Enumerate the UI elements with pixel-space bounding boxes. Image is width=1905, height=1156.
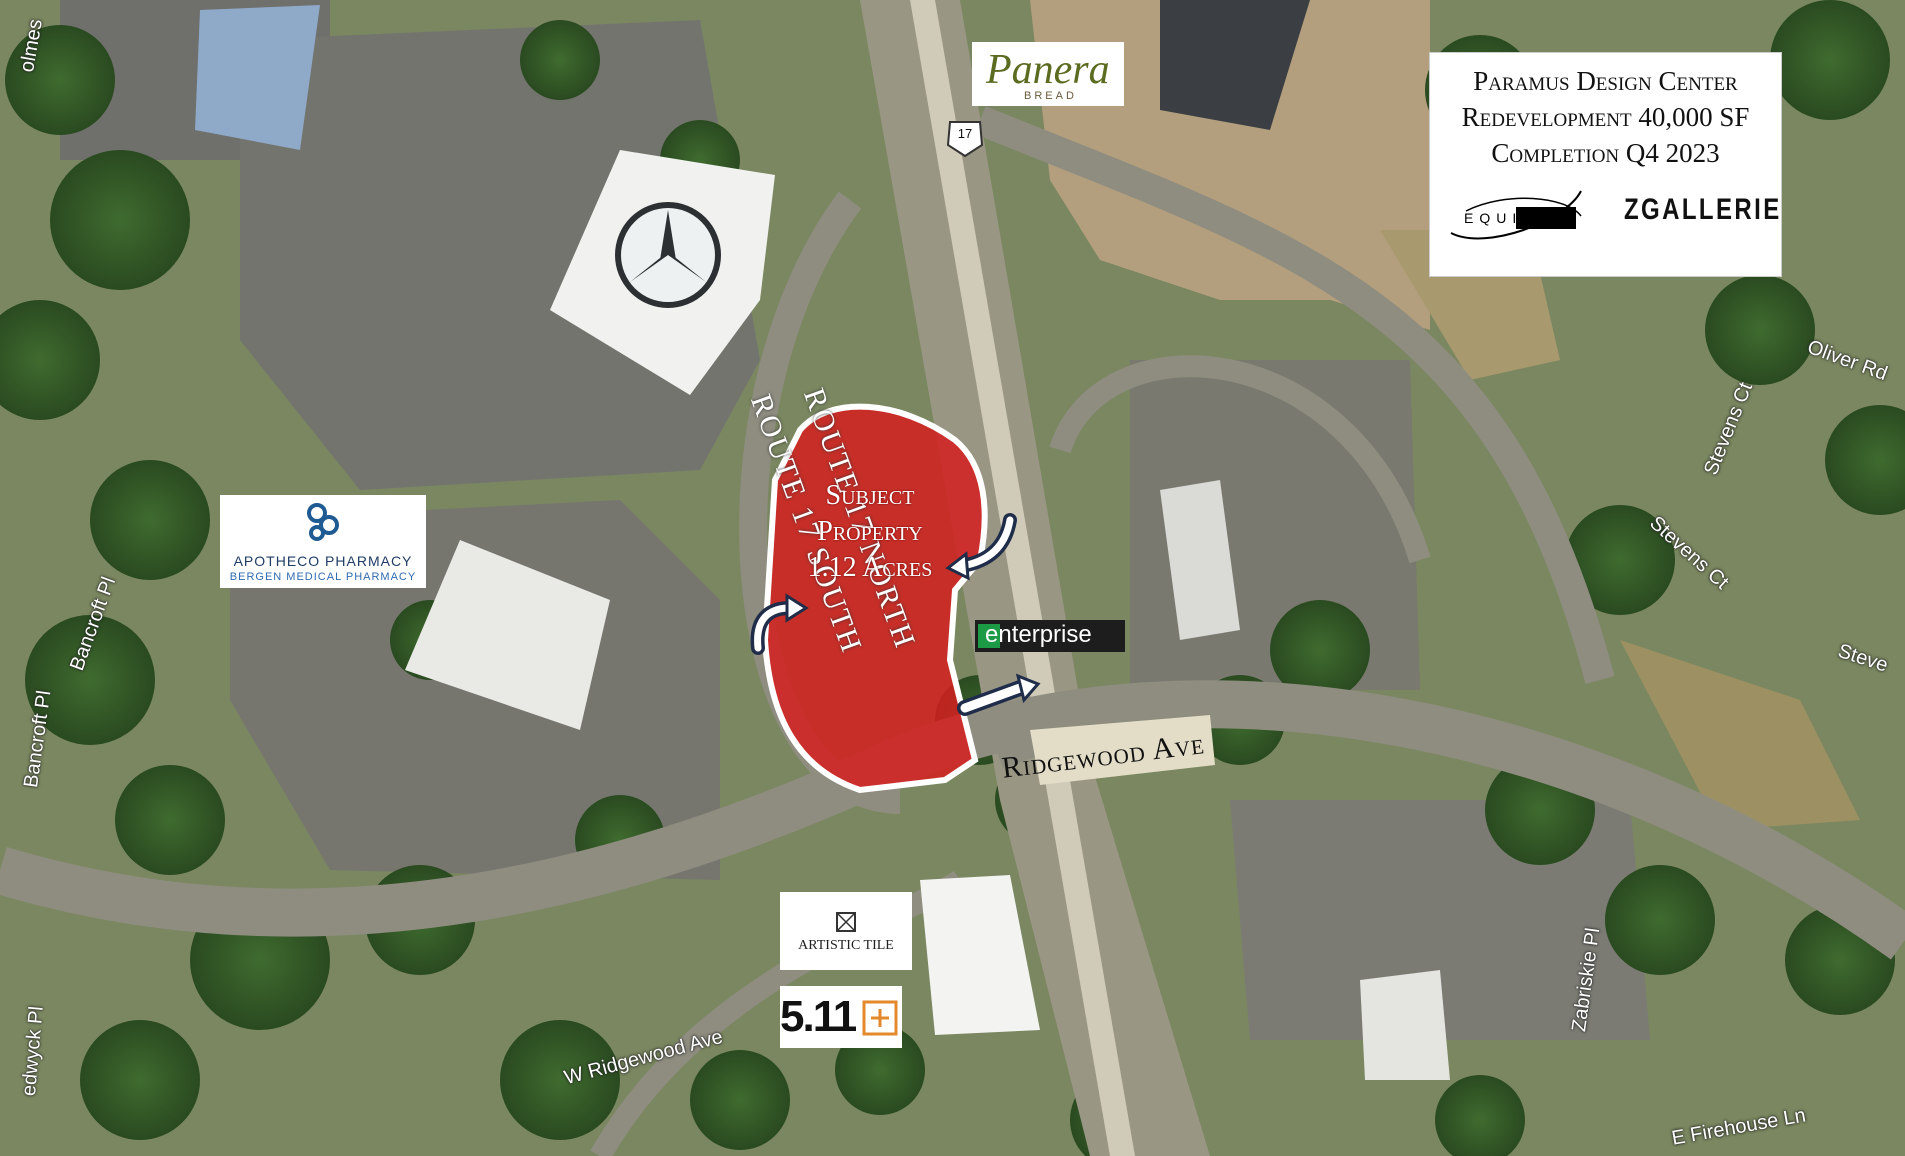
equinox-logo: EQUINOX [1446, 181, 1586, 251]
redevelopment-callout: Paramus Design Center Redevelopment 40,0… [1429, 52, 1782, 277]
callout-line-2: Redevelopment 40,000 SF [1461, 102, 1750, 132]
route-shield-icon [946, 121, 984, 158]
route-shield-number: 17 [957, 126, 973, 141]
callout-line-1: Paramus Design Center [1473, 66, 1738, 96]
enterprise-logo: enterprise [975, 620, 1125, 652]
five-eleven-logo-icon [862, 1000, 898, 1036]
mercedes-logo-icon [615, 202, 721, 308]
subject-line-2: Property [817, 516, 923, 547]
subject-property-label: Subject Property 1.12 Acres [770, 478, 970, 586]
artistic-tile-logo-icon [836, 912, 856, 932]
artistic-tile-text: ARTISTIC TILE [798, 938, 894, 953]
equinox-swoosh-icon [1450, 190, 1582, 240]
subject-property-outline [761, 403, 988, 794]
zgallerie-logo: ZGALLERIE [1624, 193, 1782, 226]
panera-name: Panera [986, 47, 1110, 93]
five-eleven-logo: 5.11 [780, 986, 902, 1048]
equinox-text: EQUINOX [1464, 210, 1571, 226]
five-eleven-text: 5.11 [780, 992, 857, 1041]
subject-line-1: Subject [825, 480, 915, 511]
apotheco-logo-icon [307, 503, 339, 541]
callout-line-3: Completion Q4 2023 [1491, 138, 1720, 168]
enterprise-text: enterprise [985, 621, 1092, 648]
panera-logo: Panera BREAD [972, 42, 1124, 106]
subject-line-3: 1.12 Acres [807, 552, 933, 583]
apotheco-sub: BERGEN MEDICAL PHARMACY [229, 571, 417, 583]
panera-sub: BREAD [1024, 90, 1077, 102]
artistic-tile-logo: ARTISTIC TILE [780, 892, 912, 970]
apotheco-name: APOTHECO PHARMACY [233, 553, 413, 569]
apotheco-pharmacy-logo: APOTHECO PHARMACY BERGEN MEDICAL PHARMAC… [220, 495, 426, 588]
